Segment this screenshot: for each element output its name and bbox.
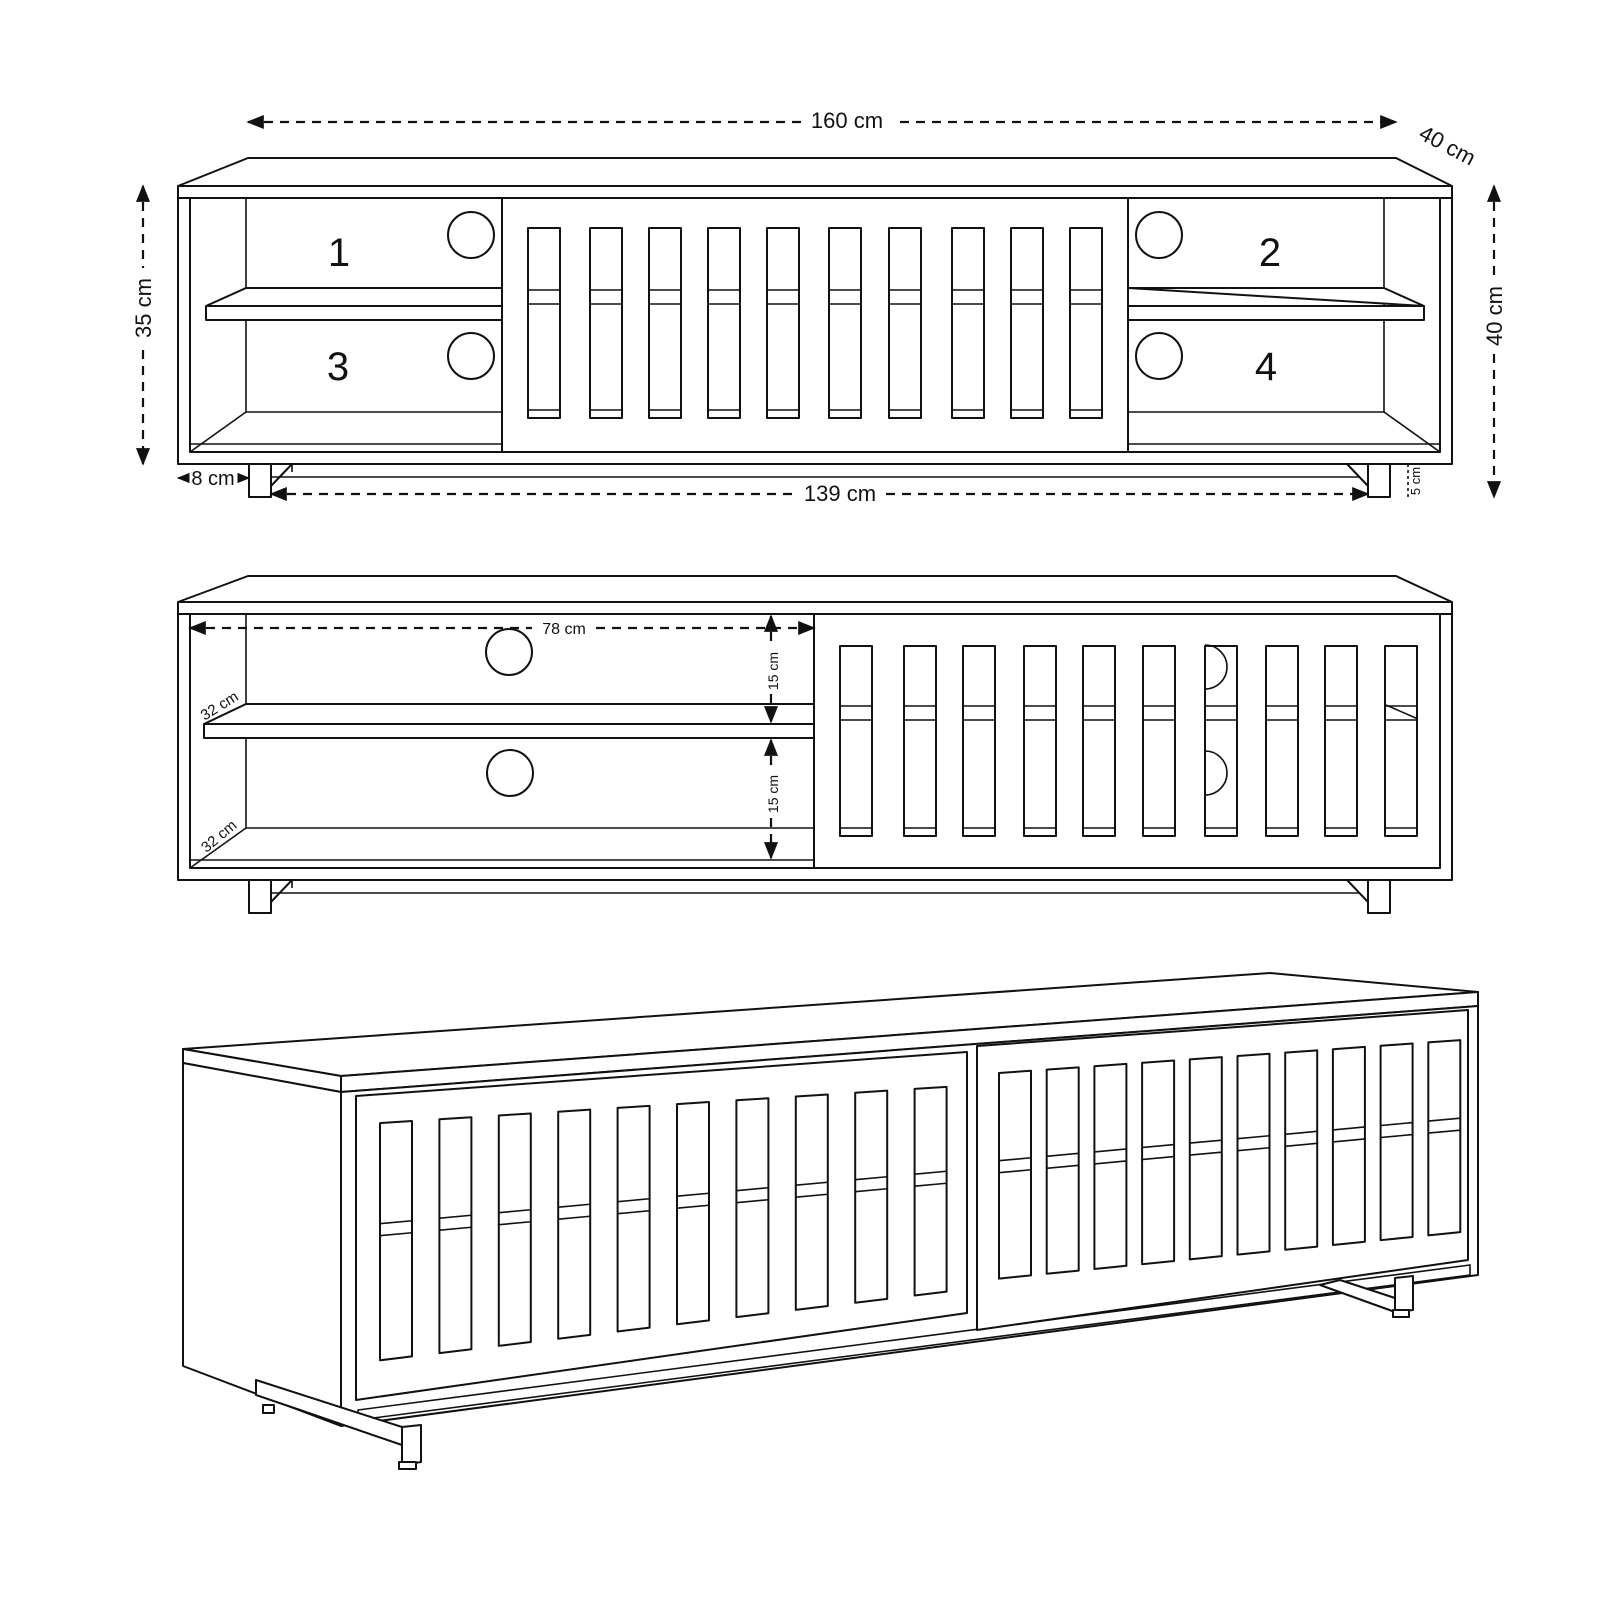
door-slat	[1142, 645, 1176, 837]
door-slat	[962, 645, 996, 837]
right-shelf	[1127, 287, 1425, 321]
door-slat	[951, 227, 985, 419]
door-slat	[1427, 1039, 1462, 1237]
door-slat	[1331, 1045, 1366, 1246]
dim-inner-width-label: 78 cm	[542, 621, 586, 638]
door-slat	[1204, 645, 1238, 837]
door-slat	[854, 1089, 889, 1304]
door-slat	[1379, 1042, 1414, 1242]
compartment-number-1: 1	[328, 231, 350, 275]
compartment-number-4: 4	[1255, 345, 1277, 389]
door-slat	[1284, 1049, 1319, 1251]
door-slat	[839, 645, 873, 837]
left-side-panel	[182, 1062, 342, 1427]
door-slat	[913, 1085, 948, 1297]
perspective-view	[182, 972, 1479, 1470]
door-slat	[1069, 227, 1103, 419]
door-slats	[839, 645, 1418, 837]
door-slat	[1023, 645, 1057, 837]
leg-right	[1367, 463, 1391, 498]
open-shelf	[203, 703, 815, 739]
door-slat	[888, 227, 922, 419]
door-slat	[735, 1097, 770, 1319]
door-slat	[497, 1112, 532, 1347]
door-slat	[707, 227, 741, 419]
door-slat	[1265, 645, 1299, 837]
cable-hole-behind-door	[1204, 750, 1228, 796]
door-slats	[379, 1039, 1462, 1362]
door-slat	[648, 227, 682, 419]
dim-height-total-label: 40 cm	[1482, 286, 1507, 346]
compartment-number-2: 2	[1259, 231, 1281, 275]
door-slats	[527, 227, 1103, 419]
door-slat	[1384, 645, 1418, 837]
door-slat	[1045, 1066, 1080, 1275]
door-slat	[1236, 1052, 1271, 1256]
door-slat	[379, 1120, 413, 1362]
door-slat	[589, 227, 623, 419]
dim-leg-height-label: 5 cm	[1408, 467, 1423, 495]
compartment-number-3: 3	[327, 345, 349, 389]
open-compartment	[189, 613, 815, 869]
door-slat	[438, 1116, 473, 1355]
cable-hole	[486, 749, 534, 797]
dim-upper-height-label: 15 cm	[765, 652, 781, 690]
cable-hole	[485, 628, 533, 676]
cable-hole	[1135, 211, 1183, 259]
dim-depth-label: 40 cm	[1415, 120, 1480, 170]
door-slat	[1010, 227, 1044, 419]
dim-leg-inset-label: 8 cm	[191, 468, 234, 490]
door-slat	[616, 1104, 651, 1333]
open-view: 78 cm 15 cm 15 cm 32 cm 32 cm	[177, 575, 1453, 914]
door-slat	[1093, 1062, 1128, 1270]
top-edge	[177, 185, 1453, 199]
cable-hole-behind-door	[1204, 644, 1228, 690]
door-slat	[828, 227, 862, 419]
top-slab	[177, 575, 1453, 603]
door-slat	[766, 227, 800, 419]
door-slat	[998, 1069, 1032, 1280]
front-view: 160 cm 40 cm 35 cm 40 cm 8 cm 139 cm 5 c…	[131, 108, 1507, 506]
left-shelf	[205, 287, 503, 321]
top-edge	[177, 601, 1453, 615]
door-slat	[557, 1108, 592, 1340]
leg-left	[248, 463, 272, 498]
cable-hole	[1135, 332, 1183, 380]
dim-width-label: 160 cm	[811, 108, 883, 133]
door-slat	[794, 1093, 829, 1311]
door-slat	[1188, 1056, 1223, 1261]
dim-leg-span-label: 139 cm	[804, 481, 876, 506]
door-slat	[527, 227, 561, 419]
door-slat	[676, 1101, 710, 1326]
door-slat	[903, 645, 937, 837]
door-slat	[1082, 645, 1116, 837]
cable-hole	[447, 332, 495, 380]
dim-lower-height-label: 15 cm	[765, 775, 781, 813]
top-slab	[177, 157, 1453, 187]
door-slat	[1141, 1059, 1176, 1266]
door-slat	[1324, 645, 1358, 837]
cable-hole	[447, 211, 495, 259]
dim-height-body-label: 35 cm	[131, 278, 156, 338]
